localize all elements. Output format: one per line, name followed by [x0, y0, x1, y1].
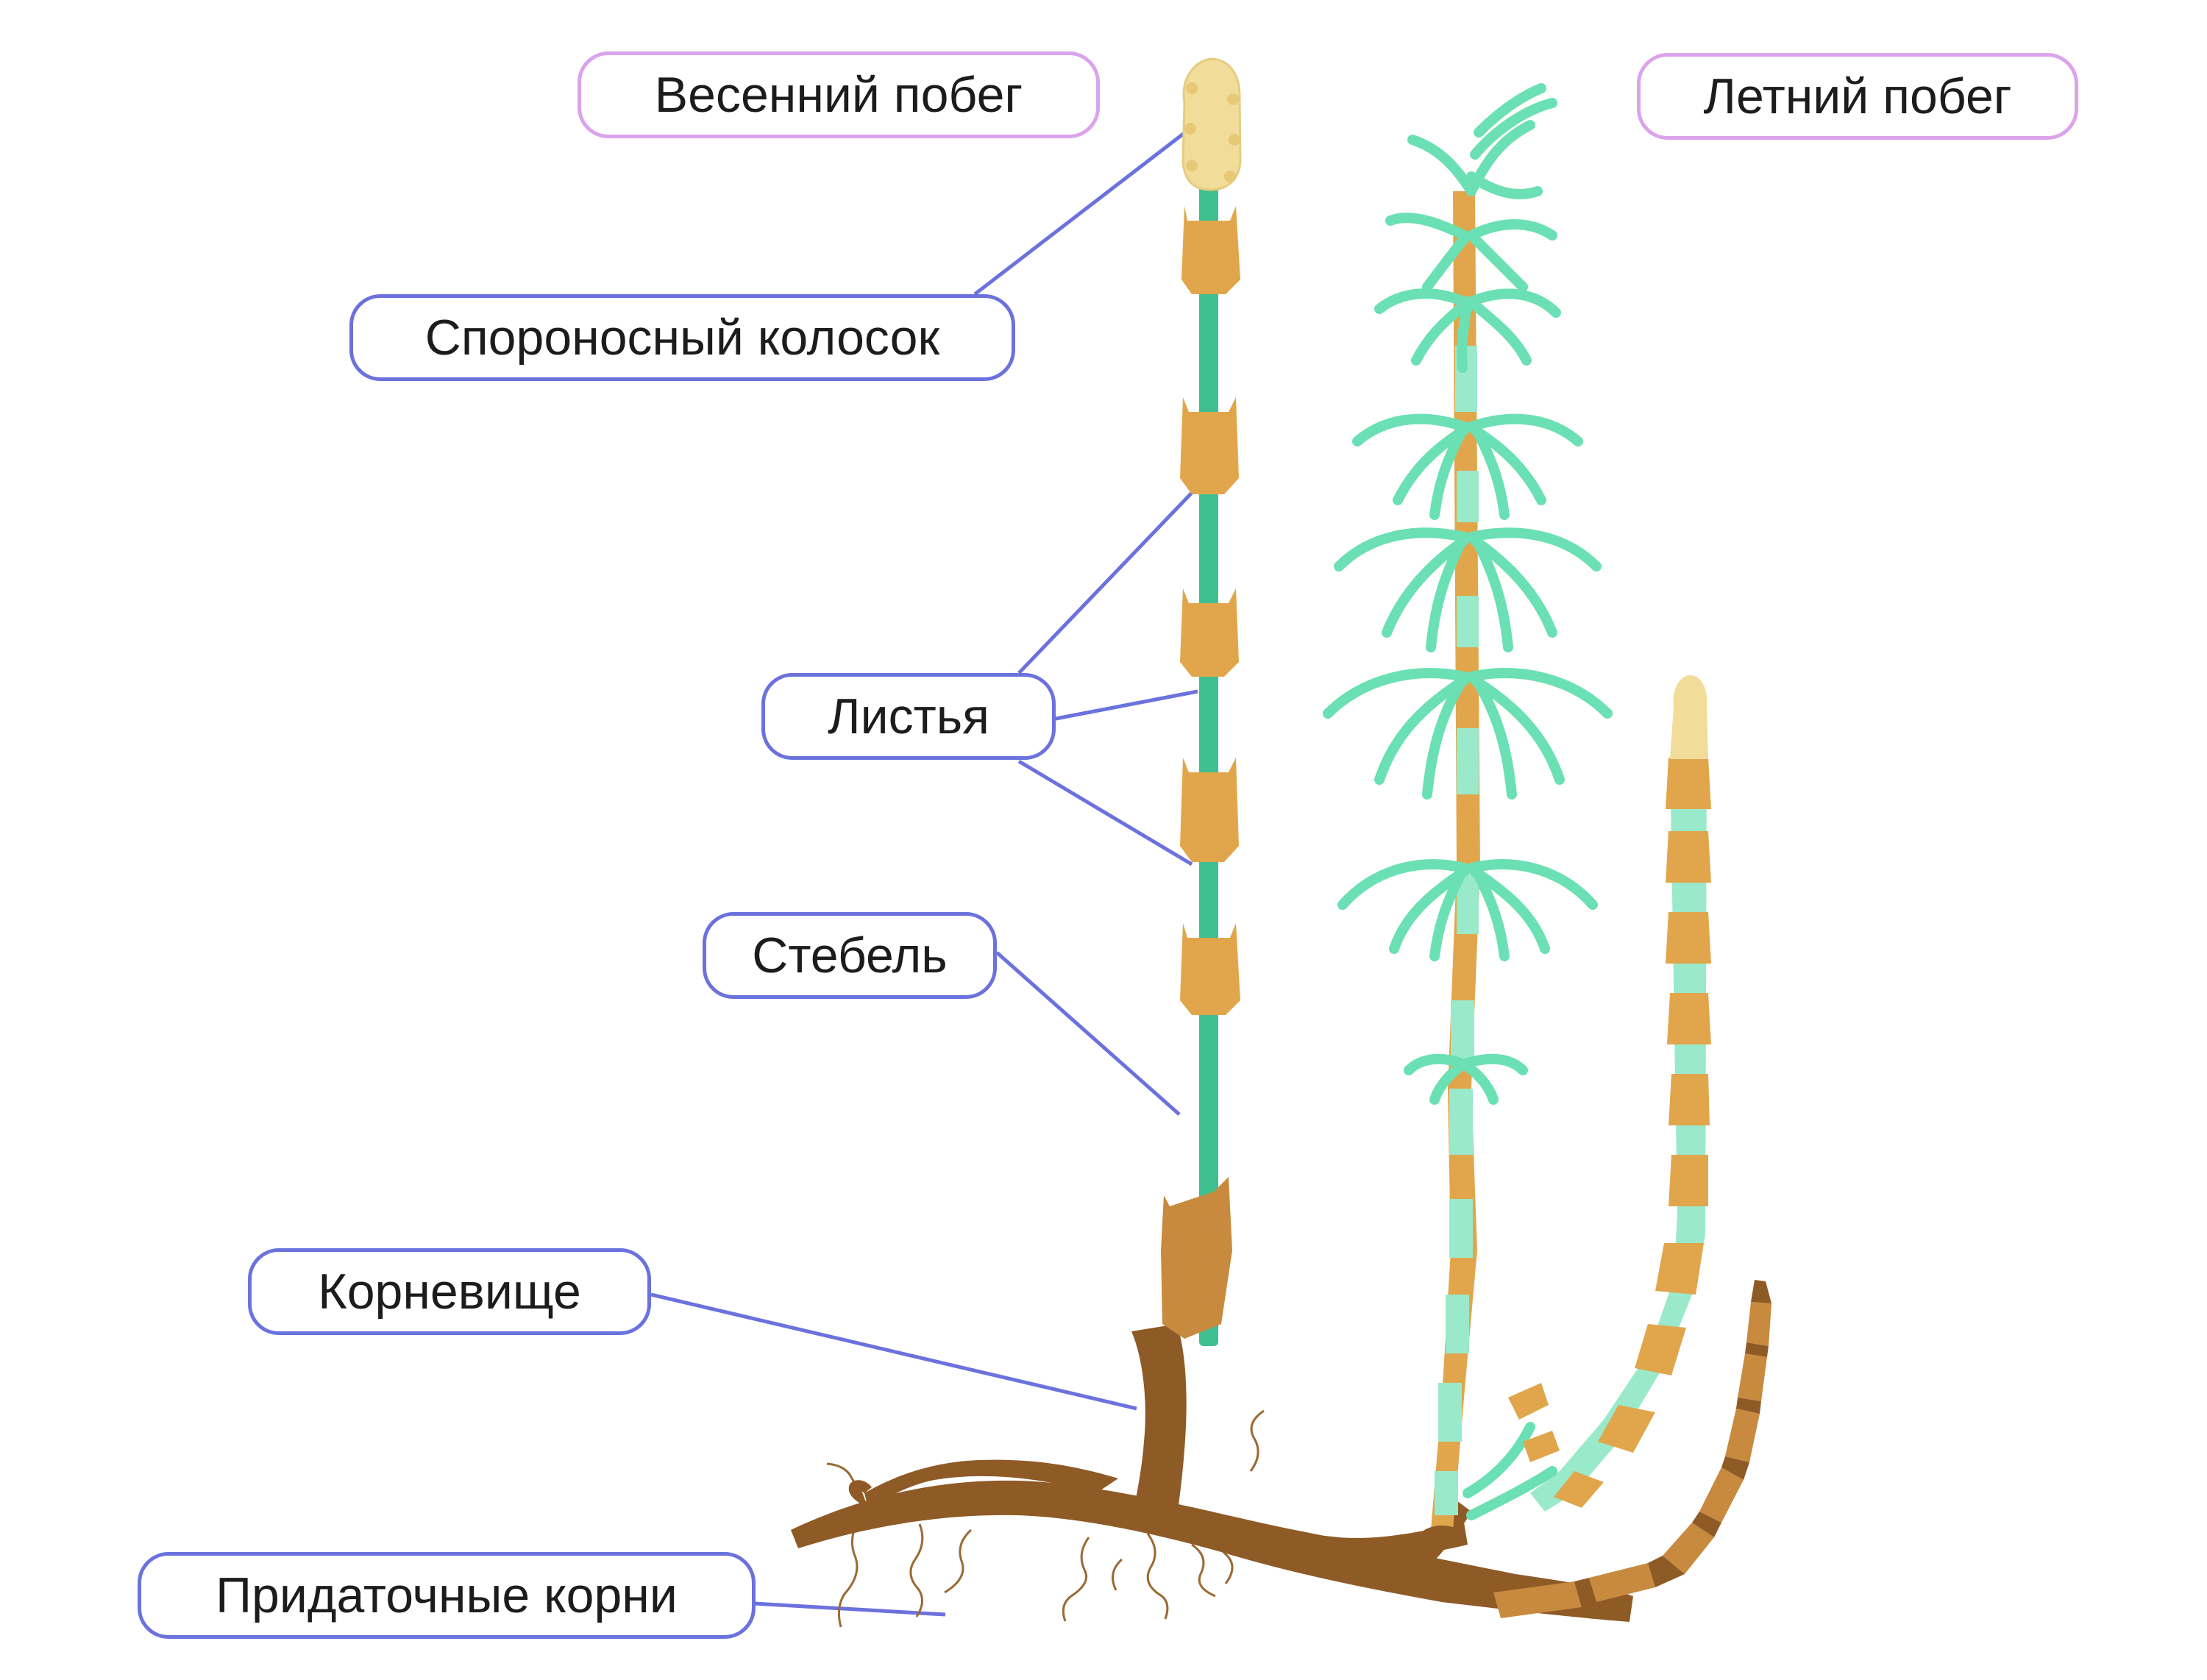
spring-shoot-stem [1199, 184, 1218, 1346]
spring-shoot-base [1161, 1177, 1232, 1339]
label-spore-spike: Спороносный колосок [349, 294, 1015, 381]
second-spore-spike [1670, 675, 1708, 759]
leader-line-roots [754, 1604, 945, 1615]
label-summer-shoot: Летний побег [1637, 53, 2078, 140]
summer-shoot [1328, 88, 1607, 1530]
label-rhizome: Корневище [248, 1248, 651, 1335]
label-spring-shoot: Весенний побег [577, 51, 1100, 138]
label-adventitious-roots: Придаточные корни [138, 1552, 756, 1639]
leader-line-leaves-3 [1019, 761, 1192, 864]
leader-line-stem [997, 953, 1179, 1114]
label-stem: Стебель [703, 912, 997, 999]
leader-line-leaves-1 [1019, 493, 1192, 673]
leader-line-rhizome [651, 1295, 1137, 1409]
second-spring-shoot [1530, 675, 1711, 1512]
leader-line-leaves-2 [1052, 691, 1198, 719]
label-leaves: Листья [761, 673, 1056, 760]
rhizome [791, 1324, 1633, 1622]
spring-shoot [1161, 59, 1240, 1346]
